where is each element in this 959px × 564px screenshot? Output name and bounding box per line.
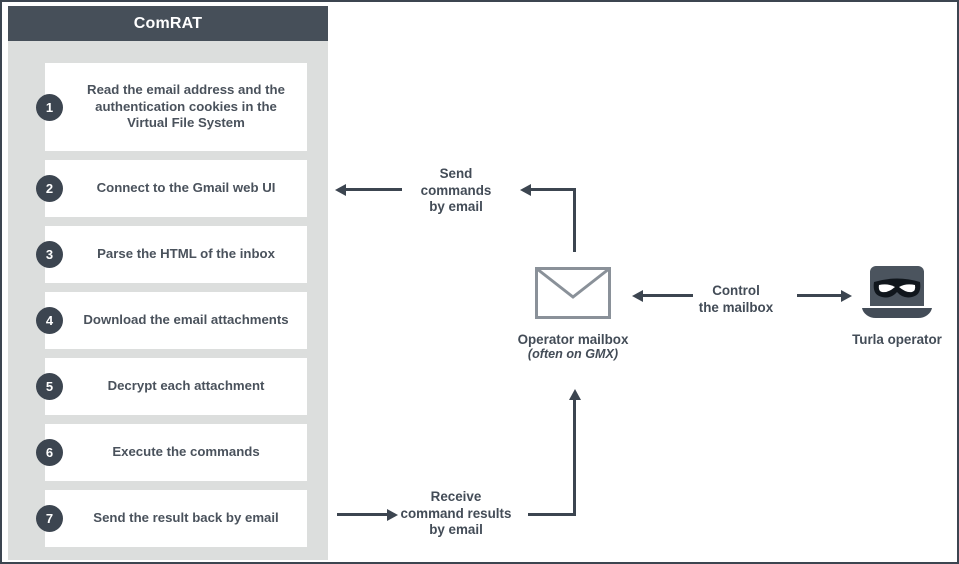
step-badge-6: 6	[36, 439, 63, 466]
step-badge-4: 4	[36, 307, 63, 334]
send-commands-arrow-shaft	[346, 188, 402, 191]
control-mailbox-arrow-shaft	[643, 294, 693, 297]
step-badge-2: 2	[36, 175, 63, 202]
mailbox-to-send-shaft	[531, 188, 576, 191]
step-card-7[interactable]: 7 Send the result back by email	[36, 490, 307, 547]
step-label-7: Send the result back by email	[93, 510, 279, 526]
step-card-2[interactable]: 2 Connect to the Gmail web UI	[36, 160, 307, 217]
step-card-4[interactable]: 4 Download the email attachments	[36, 292, 307, 349]
panel-title: ComRAT	[8, 6, 328, 41]
step-badge-1: 1	[36, 93, 63, 121]
step-card-1[interactable]: 1 Read the email address and the authent…	[36, 63, 307, 151]
operator-arrow-head	[841, 289, 852, 302]
operator-caption: Turla operator	[852, 332, 942, 347]
step-card-6[interactable]: 6 Execute the commands	[36, 424, 307, 481]
step-label-1: Read the email address and the authentic…	[87, 82, 285, 131]
send-commands-label: Send commands by email	[420, 166, 492, 214]
operator-arrow-shaft	[797, 294, 841, 297]
mailbox-to-send-head	[520, 183, 531, 196]
step-card-3[interactable]: 3 Parse the HTML of the inbox	[36, 226, 307, 283]
results-to-mailbox-head	[568, 389, 581, 400]
step-label-6: Execute the commands	[112, 444, 260, 460]
step-label-3: Parse the HTML of the inbox	[97, 246, 275, 262]
receive-results-arrow-head	[387, 508, 398, 521]
mailbox-caption-sub: (often on GMX)	[483, 347, 663, 362]
step-label-2: Connect to the Gmail web UI	[96, 180, 276, 196]
mailbox-caption: Operator mailbox	[517, 332, 629, 347]
send-commands-arrow-head	[335, 183, 346, 196]
laptop-mask-icon	[860, 266, 934, 320]
receive-results-arrow-shaft	[337, 513, 387, 516]
step-badge-7: 7	[36, 505, 63, 532]
step-label-5: Decrypt each attachment	[107, 378, 265, 394]
step-badge-3: 3	[36, 241, 63, 268]
results-to-mailbox-riser	[573, 400, 576, 516]
envelope-icon	[535, 267, 611, 319]
control-mailbox-arrow-head	[632, 289, 643, 302]
step-label-4: Download the email attachments	[83, 312, 289, 328]
comrat-panel: ComRAT 1 Read the email address and the …	[8, 6, 328, 560]
mailbox-caption-sub-text: (often on GMX)	[527, 347, 619, 361]
receive-results-label: Receive command results by email	[400, 489, 512, 537]
step-badge-5: 5	[36, 373, 63, 400]
results-to-mailbox-shaft	[528, 513, 576, 516]
step-card-5[interactable]: 5 Decrypt each attachment	[36, 358, 307, 415]
control-mailbox-label: Control the mailbox	[698, 283, 774, 315]
mailbox-to-send-riser	[573, 188, 576, 252]
